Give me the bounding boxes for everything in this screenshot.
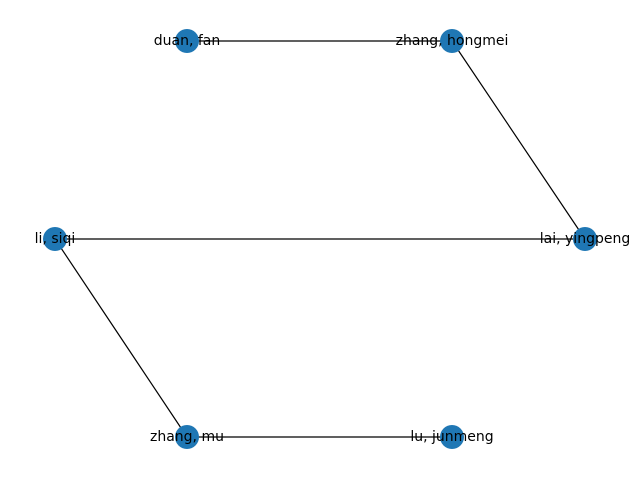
label-zhang-hongmei: zhang, hongmei bbox=[396, 33, 509, 49]
label-duan-fan: duan, fan bbox=[154, 33, 221, 49]
node-layer bbox=[43, 29, 597, 449]
node-li-siqi[interactable] bbox=[43, 227, 67, 251]
node-zhang-mu[interactable] bbox=[175, 425, 199, 449]
edge-li-zhang-mu bbox=[54, 238, 188, 438]
node-duan-fan[interactable] bbox=[175, 29, 199, 53]
edge-layer bbox=[54, 40, 586, 438]
label-lai-yingpeng: lai, yingpeng bbox=[540, 231, 630, 247]
label-lu-junmeng: lu, junmeng bbox=[410, 429, 493, 445]
node-lai-yingpeng[interactable] bbox=[573, 227, 597, 251]
label-zhang-mu: zhang, mu bbox=[150, 429, 224, 445]
edge-zhang-hongmei-lai bbox=[451, 40, 586, 240]
node-lu-junmeng[interactable] bbox=[440, 425, 464, 449]
label-layer: duan, fan zhang, hongmei li, siqi lai, y… bbox=[35, 33, 631, 445]
node-zhang-hongmei[interactable] bbox=[440, 29, 464, 53]
label-li-siqi: li, siqi bbox=[35, 231, 76, 247]
